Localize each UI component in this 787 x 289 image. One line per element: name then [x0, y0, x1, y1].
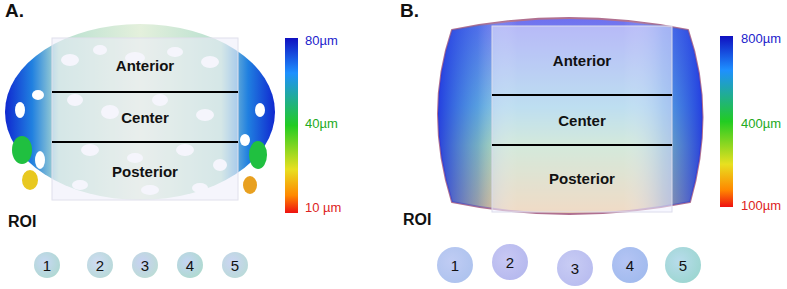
roi-number: 5: [679, 257, 687, 274]
roi-number: 1: [43, 257, 51, 274]
region-name: Center: [558, 112, 606, 129]
panel-letter: B.: [400, 0, 419, 22]
scale-min: 10 µm: [305, 200, 341, 215]
scale-min: 100µm: [741, 198, 781, 213]
region-name: Center: [121, 109, 169, 126]
roi-circle: 3: [132, 252, 158, 278]
roi-circle: 1: [34, 252, 60, 278]
roi-circle: 3: [557, 250, 593, 286]
roi-number: 4: [186, 257, 194, 274]
scale-mid: 400µm: [741, 116, 781, 131]
cortical-bone: [438, 18, 703, 214]
roi-circle: 5: [665, 247, 701, 283]
roi-number: 4: [626, 257, 634, 274]
roi-number: 1: [451, 257, 459, 274]
region-band: Anterior: [492, 26, 672, 95]
scale-mid: 40µm: [305, 116, 338, 131]
roi-heading: ROI: [8, 213, 36, 231]
trabecular-bone: [5, 24, 275, 200]
roi-circle: 4: [612, 247, 648, 283]
roi-heading: ROI: [403, 211, 431, 229]
roi-circle: 5: [222, 252, 248, 278]
roi-circle: 2: [87, 252, 113, 278]
roi-circle: 4: [177, 252, 203, 278]
roi-number: 2: [96, 257, 104, 274]
region-band: Posterior: [492, 145, 672, 212]
region-band: Center: [492, 95, 672, 145]
scale-max: 800µm: [741, 31, 781, 46]
region-name: Anterior: [116, 57, 174, 74]
panel-letter: A.: [5, 0, 24, 22]
region-name: Posterior: [549, 170, 615, 187]
color-scale-bar: [720, 36, 733, 207]
roi-number: 3: [141, 257, 149, 274]
region-band: Posterior: [52, 142, 238, 200]
region-band: Center: [52, 92, 238, 142]
region-band: Anterior: [52, 38, 238, 92]
roi-number: 3: [571, 260, 579, 277]
roi-circle: 2: [492, 244, 528, 280]
roi-number: 5: [231, 257, 239, 274]
roi-circle: 1: [437, 247, 473, 283]
roi-number: 2: [506, 254, 514, 271]
color-scale-bar: [285, 38, 298, 213]
region-name: Anterior: [553, 52, 611, 69]
scale-max: 80µm: [305, 33, 338, 48]
region-name: Posterior: [112, 163, 178, 180]
